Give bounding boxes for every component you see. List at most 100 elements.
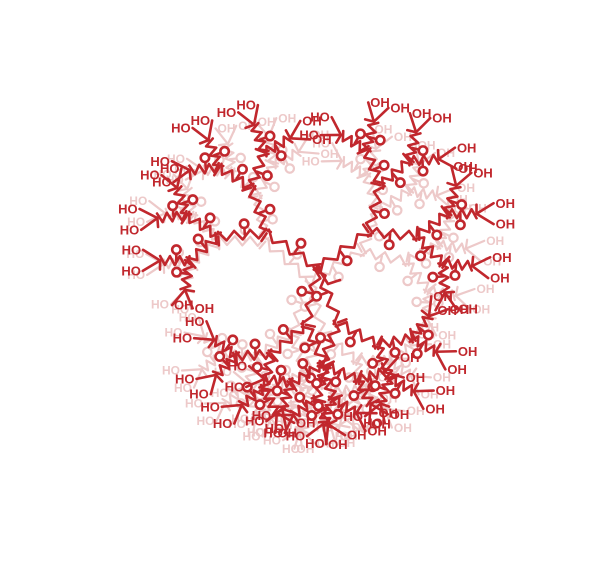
- bond-line: [237, 383, 265, 408]
- hydroxyl-label-left: HO: [118, 201, 138, 216]
- carbonyl-oxygen: [378, 208, 390, 220]
- bond-line: [437, 146, 457, 161]
- bond-line: [312, 268, 341, 326]
- bond-line: [407, 242, 442, 267]
- bond-line: [321, 330, 333, 335]
- hydroxyl-label-left: HO: [160, 161, 180, 176]
- bond-line: [180, 368, 204, 372]
- hydroxyl-label: OH: [217, 122, 235, 136]
- bond-line: [408, 153, 441, 167]
- bond-line: [316, 266, 342, 286]
- hydroxyl-label-left: HO: [243, 430, 261, 444]
- carbonyl-oxygen: [341, 255, 353, 267]
- bond-line: [441, 257, 474, 272]
- hydroxyl-label-left: HO: [196, 414, 214, 428]
- hydroxyl-label: OH: [496, 196, 516, 211]
- bond-line: [211, 351, 238, 377]
- bond-line: [404, 132, 422, 164]
- bond-line: [421, 288, 434, 319]
- hydroxyl-label-left: HO: [120, 222, 140, 237]
- hydroxyl-label: OH: [490, 271, 510, 286]
- bond-line: [212, 166, 221, 177]
- carbonyl-oxygen: [199, 152, 211, 164]
- hydroxyl-label: OH: [390, 101, 410, 116]
- carbonyl-oxygen: [448, 232, 459, 244]
- hydroxyl-label: OH: [433, 289, 453, 304]
- bond-line: [454, 285, 459, 297]
- hydroxyl-label: OH: [412, 106, 432, 121]
- carbonyl-oxygen: [312, 400, 324, 412]
- bond-line: [192, 336, 216, 342]
- bond-line: [213, 334, 241, 359]
- bond-line: [187, 235, 219, 264]
- bond-line: [464, 239, 486, 250]
- bond-line: [409, 367, 418, 377]
- hydroxyl-label-left: HO: [173, 331, 193, 346]
- carbonyl-oxygen: [369, 380, 381, 392]
- bond-line: [407, 186, 437, 202]
- hydroxyl-label: OH: [370, 95, 390, 110]
- bond-line: [297, 133, 311, 153]
- bond-line: [267, 320, 305, 354]
- bond-line: [217, 142, 230, 147]
- bond-line: [412, 389, 435, 393]
- bond-line: [264, 159, 275, 166]
- hydroxyl-label-left: HO: [228, 359, 248, 374]
- bond-line: [247, 152, 270, 191]
- hydroxyl-label: OH: [458, 161, 478, 176]
- bond-line: [207, 119, 214, 142]
- carbonyl-oxygen: [204, 212, 216, 224]
- hydroxyl-label: OH: [321, 147, 339, 161]
- bond-line: [475, 212, 495, 226]
- bond-line: [195, 373, 218, 381]
- hydroxyl-label: OH: [438, 329, 456, 343]
- hydroxyl-label-left: HO: [164, 326, 182, 340]
- hydroxyl-label: OH: [425, 401, 445, 416]
- bond-line: [375, 374, 394, 404]
- bond-line: [401, 262, 430, 294]
- bond-line: [425, 316, 438, 337]
- hydroxyl-label-left: HO: [247, 426, 265, 440]
- carbonyl-oxygen: [378, 159, 390, 171]
- bond-line: [148, 199, 167, 215]
- bond-line: [434, 291, 447, 312]
- hydroxyl-label-left: HO: [228, 417, 246, 431]
- bond-line: [409, 374, 433, 379]
- bond-line: [357, 367, 387, 386]
- bond-line: [204, 137, 225, 168]
- bond-line: [443, 185, 462, 217]
- hydroxyl-label: OH: [367, 423, 387, 438]
- bond-line: [253, 194, 271, 242]
- bond-line: [270, 352, 279, 363]
- bond-line: [435, 185, 440, 197]
- bond-line: [255, 355, 263, 365]
- carbonyl-oxygen: [367, 357, 379, 369]
- carbonyl-oxygen: [420, 258, 432, 269]
- carbonyl-oxygen: [284, 163, 296, 174]
- bond-line: [331, 142, 343, 162]
- carbonyl-oxygen: [271, 385, 283, 397]
- bond-line: [265, 135, 294, 158]
- carbonyl-oxygen: [332, 408, 344, 420]
- hydroxyl-label: OH: [174, 298, 194, 313]
- carbonyl-oxygen: [249, 338, 261, 350]
- bond-line: [361, 223, 370, 234]
- carbonyl-oxygen: [389, 387, 401, 399]
- hydroxyl-label: OH: [436, 383, 456, 398]
- bond-line: [410, 315, 434, 343]
- bond-line: [179, 258, 195, 291]
- bond-line: [234, 348, 273, 362]
- carbonyl-oxygen: [417, 165, 429, 177]
- bond-line: [188, 161, 220, 176]
- bond-line: [380, 160, 414, 190]
- bond-line: [170, 159, 192, 172]
- bond-line: [383, 407, 406, 413]
- bond-line: [252, 411, 258, 434]
- hydroxyl-label-left: HO: [140, 168, 160, 183]
- hydroxyl-label-left: HO: [200, 399, 220, 414]
- bond-line: [237, 111, 256, 127]
- bond-line: [216, 227, 268, 242]
- bond-line: [402, 152, 411, 163]
- carbonyl-oxygen: [456, 199, 468, 211]
- bond-line: [252, 103, 260, 127]
